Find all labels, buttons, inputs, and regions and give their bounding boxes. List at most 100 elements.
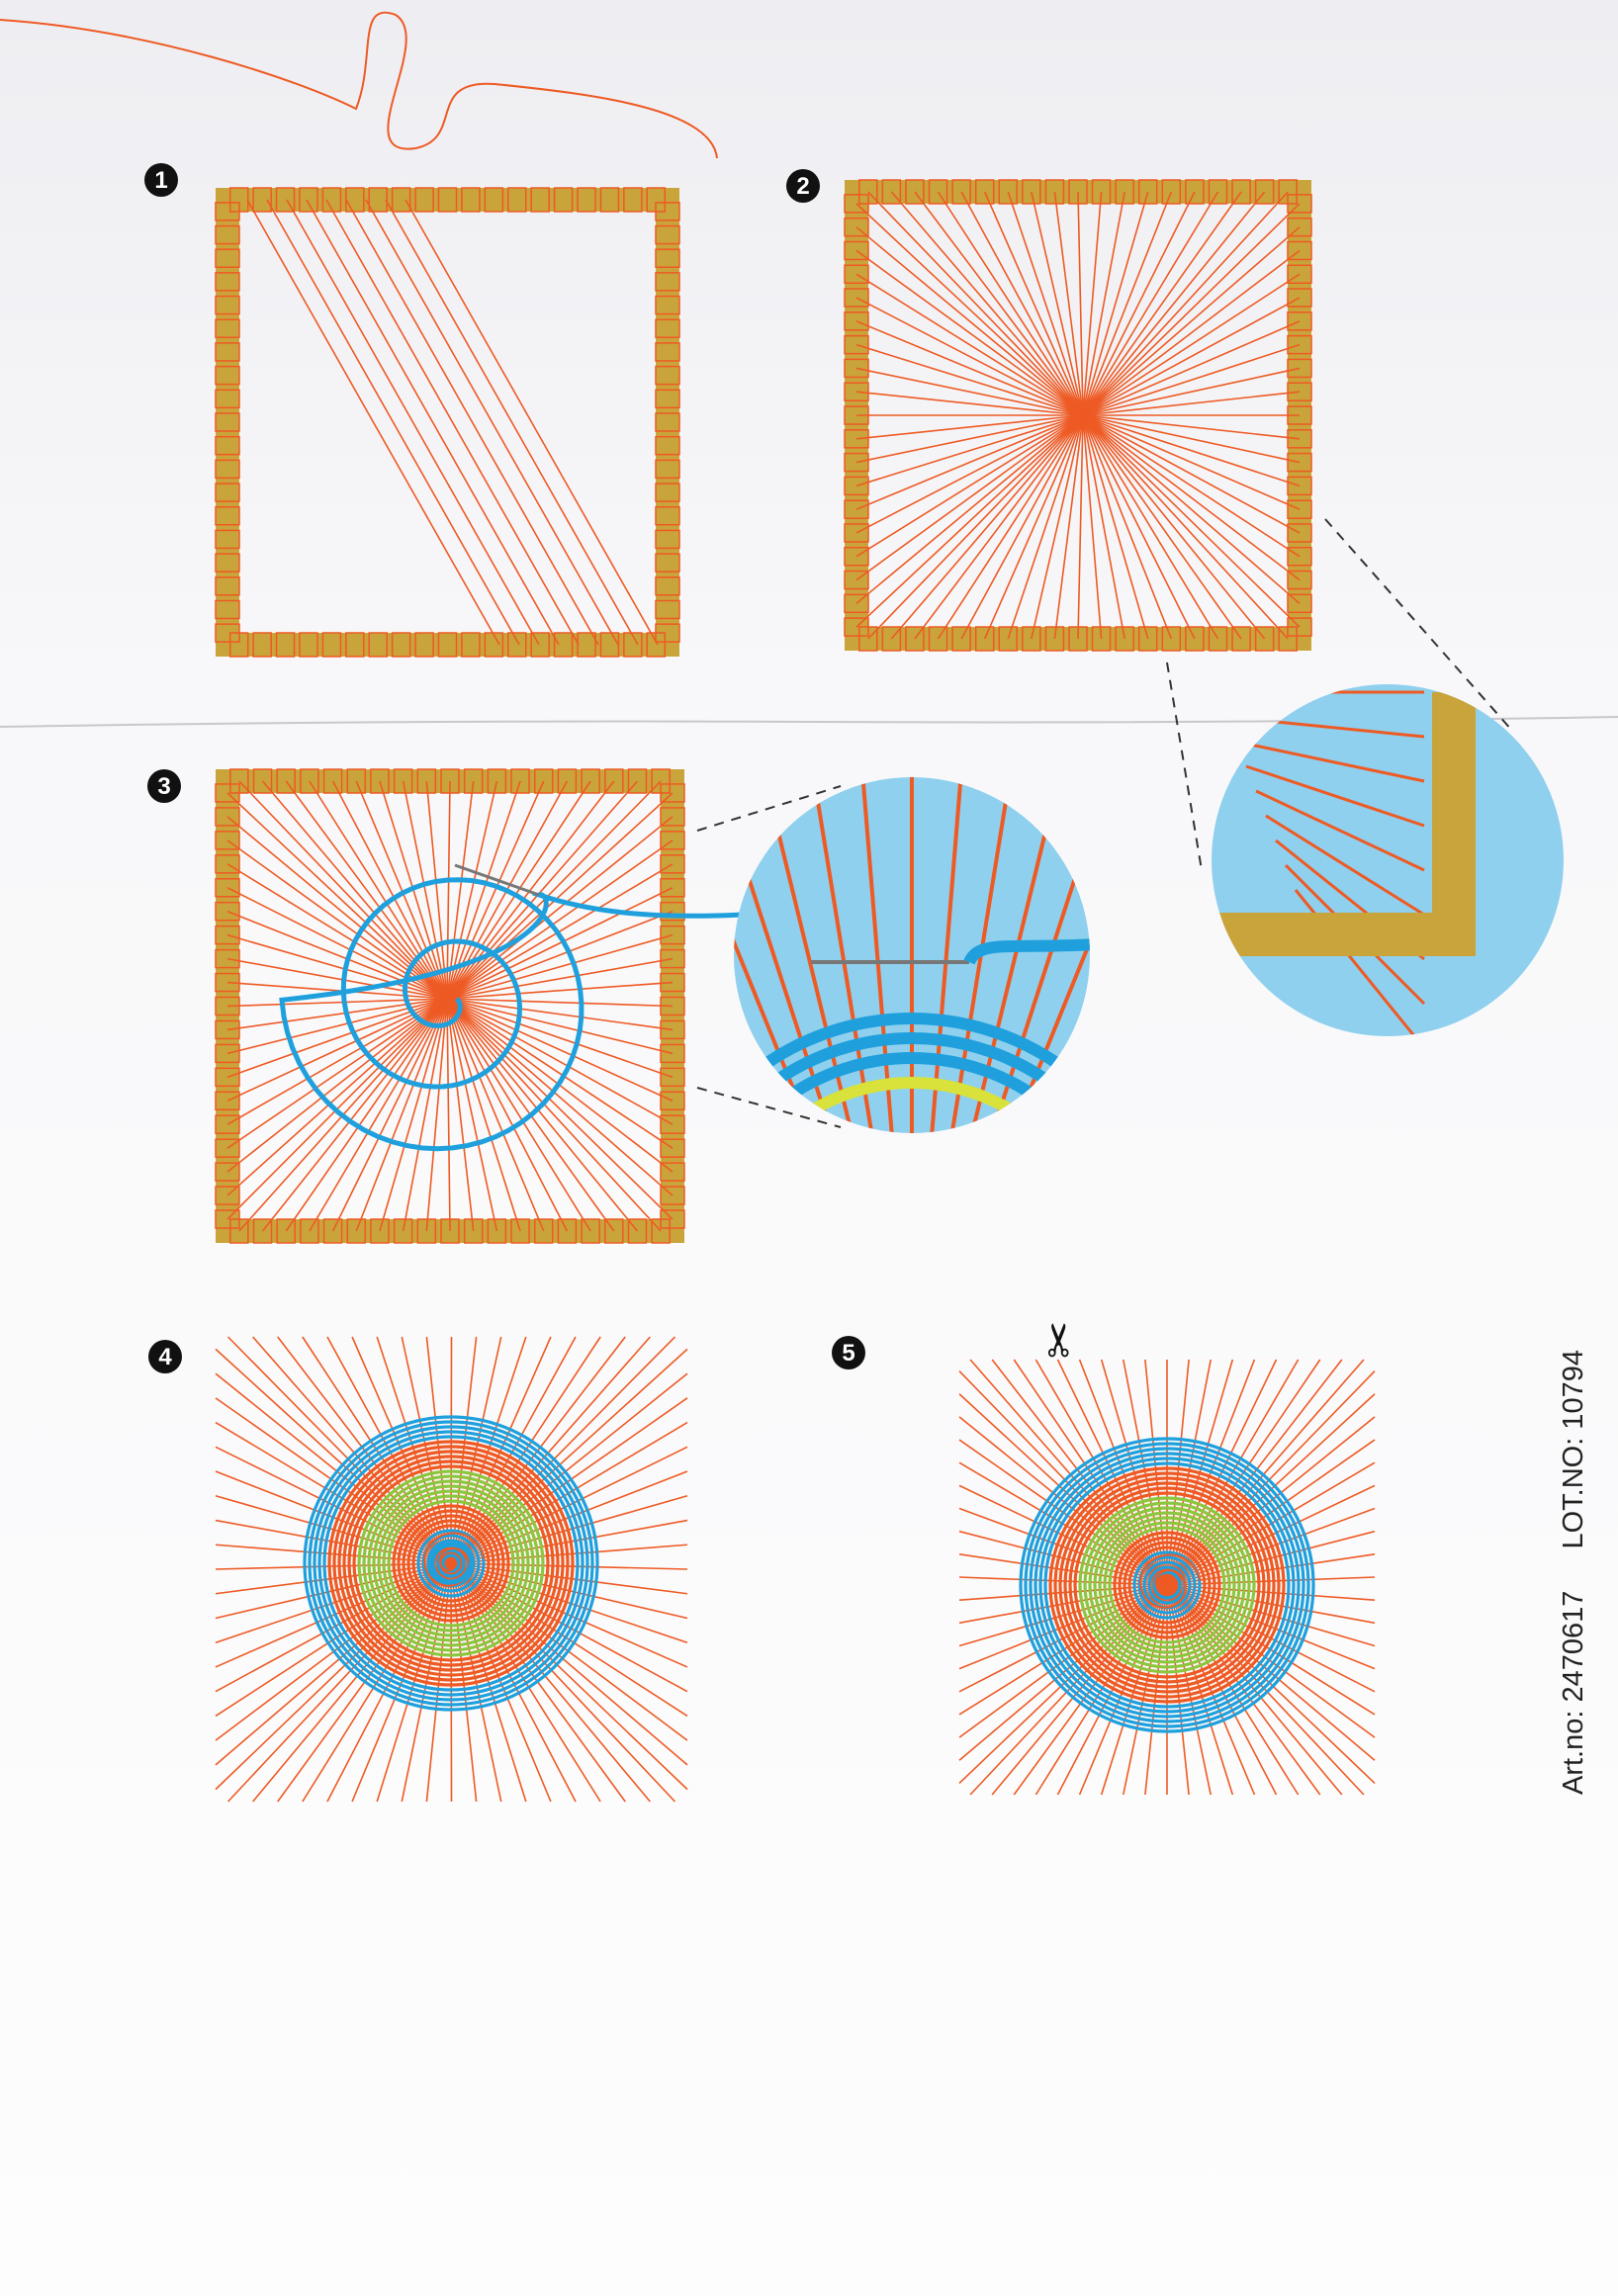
warp-loop [450,1562,577,1803]
notch [487,1218,507,1244]
notch [1254,626,1275,652]
notch [1287,499,1312,519]
notch [660,1091,685,1111]
notch [1287,617,1312,637]
notch [461,632,481,658]
cut-warp-end [1166,1359,1365,1586]
loom-frame [1216,692,1476,956]
warp-thread [855,203,1084,416]
cut-warp-end [958,1370,1168,1586]
warp-thread [365,199,619,646]
warp-thread [404,199,659,646]
notch [1287,429,1312,449]
step-number: 5 [842,1340,854,1367]
warp-thread [226,998,448,1031]
warp-thread [855,414,1084,440]
warp-thread [1077,414,1084,640]
notch [215,1209,240,1229]
warp-thread [1082,249,1301,416]
warp-thread [855,343,1084,416]
warp-thread [261,998,448,1232]
notch [215,1162,240,1182]
warp-thread [867,414,1084,640]
notch [414,632,434,658]
notch [655,248,680,268]
warp-loop [376,1336,452,1564]
weft-ring [308,1420,594,1707]
notch [391,632,411,658]
notch [1137,626,1158,652]
notch [557,768,578,794]
weft-ring [322,1435,580,1692]
warp-thread [855,414,1084,581]
warp-loop [215,1562,452,1595]
step-2-badge: 2 [786,169,820,203]
notch [655,505,680,526]
step-number: 1 [154,167,167,194]
step-badge [144,163,178,197]
warp-thread [446,998,569,1232]
warp-thread [855,226,1084,416]
notch [321,632,342,658]
notch [215,412,240,432]
notch [321,187,342,213]
weft-ring [1132,1550,1202,1620]
warp-thread [1082,367,1301,416]
notch [1185,626,1205,652]
weft-ring [317,1430,584,1697]
step-4-badge: 4 [148,1340,182,1373]
notch [510,768,530,794]
warp-thread [1265,814,1425,917]
warp-thread [1082,414,1125,640]
warp-thread [446,780,662,1000]
warp-thread [890,191,1084,416]
warp-thread [1082,414,1149,640]
notch [437,187,458,213]
notch [881,626,902,652]
notch [370,1218,390,1244]
notch [1287,217,1312,237]
warp-thread [446,957,674,1000]
loose-thread [0,11,718,159]
weft-ring [352,1464,550,1662]
scissors-icon: ✂ [1034,1321,1085,1360]
warp-thread [446,780,475,1000]
notch [322,768,343,794]
notch [215,224,240,245]
notch [655,459,680,480]
notch [905,179,925,205]
notch [346,768,367,794]
notch [507,632,527,658]
warp-thread [855,414,1084,604]
warp-thread [226,816,448,1000]
warp-thread [402,780,448,1000]
warp-loop [215,1562,452,1693]
warp-thread [867,191,1084,416]
zoom-callout-lines [696,785,842,1128]
weft-ring [1019,1437,1315,1733]
notch [215,1114,240,1134]
notch [368,632,388,658]
warp-loop [215,1519,452,1564]
notch [484,632,504,658]
notch [1287,358,1312,379]
step-4-woven-piece [215,1336,688,1803]
warp-thread [890,414,1084,640]
notch [1287,570,1312,590]
warp-thread [1007,414,1084,640]
notch [215,505,240,526]
weft-ring [441,1553,461,1573]
notch [1208,626,1228,652]
warp-thread [446,887,674,1000]
notch [484,187,504,213]
notch [215,948,240,969]
step-badge [832,1336,865,1369]
notch [530,187,550,213]
warp-thread [309,998,448,1232]
notch [1287,264,1312,285]
warp-thread [1007,191,1084,416]
warp-thread [937,414,1084,640]
warp-thread [226,998,448,1173]
weft-ring [303,1415,599,1712]
